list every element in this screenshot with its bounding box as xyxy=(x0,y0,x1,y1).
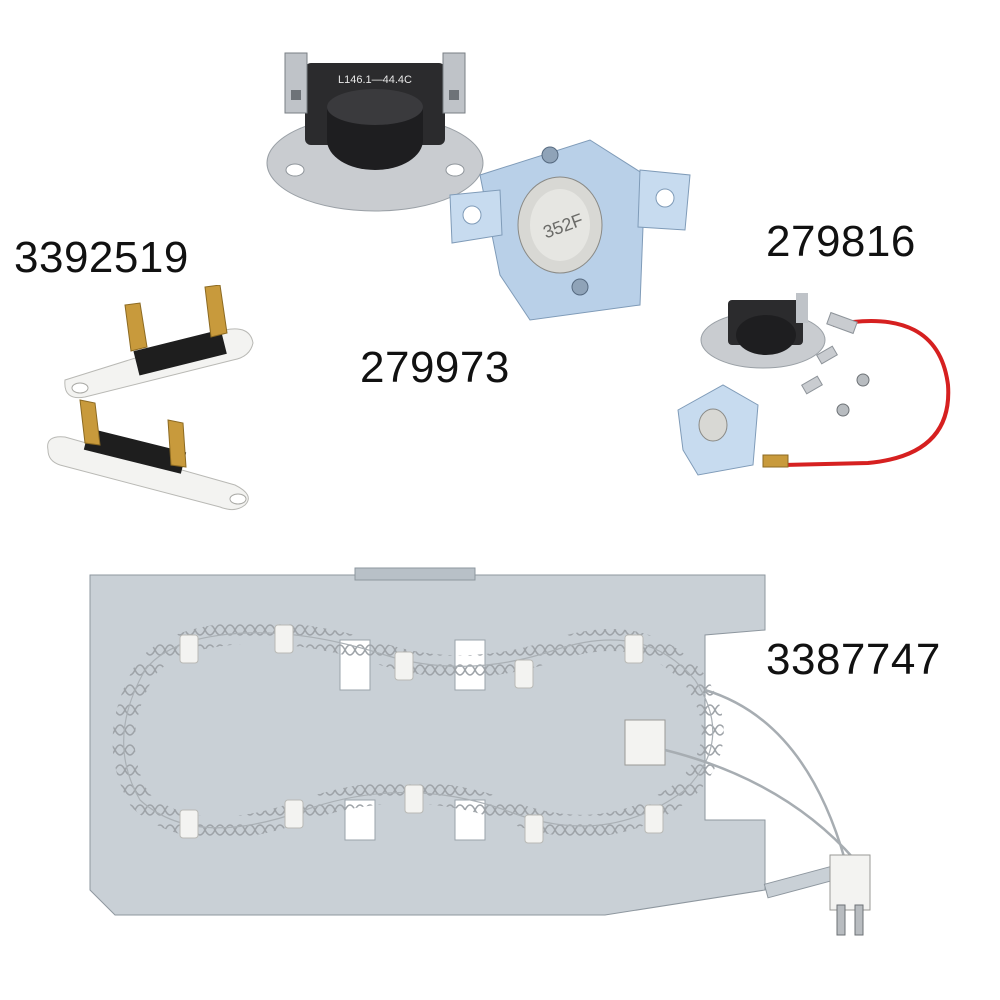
thermostat-279973: 352F xyxy=(440,135,700,325)
thermostat-icon: 352F xyxy=(449,139,691,321)
thermal-fuse-icon xyxy=(64,285,254,399)
thermal-fuse-top xyxy=(55,285,265,405)
label-279973: 279973 xyxy=(360,343,510,392)
thermal-fuse-bottom xyxy=(40,395,270,515)
thermal-fuse-icon xyxy=(47,399,249,511)
label-279816: 279816 xyxy=(766,217,916,266)
label-3392519: 3392519 xyxy=(14,233,189,282)
label-3387747: 3387747 xyxy=(766,635,941,684)
thermostat-kit-279816 xyxy=(668,285,968,485)
thermostat-engraving: L146.1—44.4C xyxy=(338,74,412,86)
heater-element-3387747 xyxy=(85,560,925,980)
heater-coil-icon xyxy=(89,567,871,936)
thermostat-icon xyxy=(677,293,951,476)
thermostat-icon: L146.1—44.4C xyxy=(266,52,484,212)
hi-limit-thermostat: L146.1—44.4C xyxy=(260,45,490,215)
